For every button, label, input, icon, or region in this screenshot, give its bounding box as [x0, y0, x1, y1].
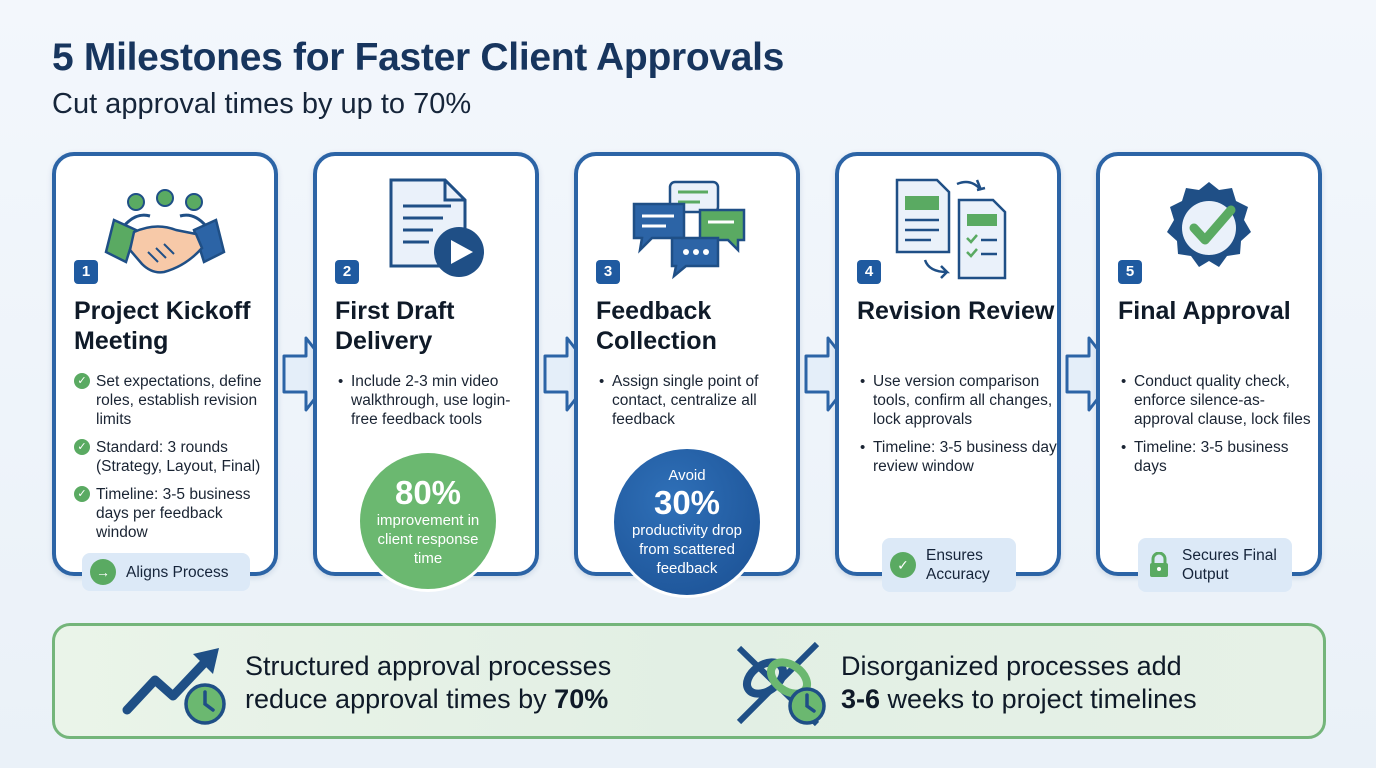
- handshake-icon: [104, 189, 226, 274]
- list-item: ✓Timeline: 3-5 business days per feedbac…: [74, 485, 274, 542]
- milestone-items: ✓Set expectations, define roles, establi…: [74, 372, 274, 551]
- milestone-items: Use version comparison tools, confirm al…: [857, 372, 1057, 485]
- milestone-items: Include 2-3 min video walkthrough, use l…: [335, 372, 535, 438]
- stat-value: 30%: [653, 483, 721, 521]
- stat-circle-80: 80% improvement in client response time: [357, 450, 499, 592]
- list-item: Conduct quality check, enforce silence-a…: [1118, 372, 1318, 429]
- checkmark-icon: ✓: [890, 552, 916, 578]
- milestone-title: First Draft Delivery: [335, 297, 455, 355]
- check-icon: ✓: [74, 373, 90, 389]
- page-title: 5 Milestones for Faster Client Approvals: [52, 36, 785, 79]
- stat-text: productivity drop from scattered feedbac…: [631, 521, 743, 577]
- milestone-title: Final Approval: [1118, 297, 1291, 325]
- list-item: ✓Set expectations, define roles, establi…: [74, 372, 274, 429]
- milestone-card-1: 1 Project Kickoff Meeting ✓Set expectati…: [52, 152, 278, 576]
- milestone-number: 1: [74, 260, 98, 284]
- milestone-items: Assign single point of contact, centrali…: [596, 372, 796, 438]
- tangled-chain-clock-icon: [736, 641, 826, 727]
- list-item: Assign single point of contact, centrali…: [596, 372, 796, 429]
- outcome-tag-1: → Aligns Process: [82, 553, 250, 591]
- check-icon: ✓: [74, 486, 90, 502]
- outcome-tag-label: Ensures Accuracy: [926, 547, 990, 583]
- summary-left-text: Structured approval processes reduce app…: [245, 651, 612, 714]
- stat-text: improvement in client response time: [376, 511, 480, 567]
- summary-banner: Structured approval processes reduce app…: [52, 623, 1326, 739]
- outcome-tag-label: Aligns Process: [126, 563, 229, 581]
- milestone-number: 2: [335, 260, 359, 284]
- outcome-tag-label: Secures Final Output: [1182, 547, 1277, 583]
- milestone-number: 5: [1118, 260, 1142, 284]
- document-compare-icon: [895, 178, 1007, 280]
- milestone-number: 3: [596, 260, 620, 284]
- page-subtitle: Cut approval times by up to 70%: [52, 88, 472, 120]
- list-item: Timeline: 3-5 business days: [1118, 438, 1318, 476]
- check-icon: ✓: [74, 439, 90, 455]
- milestone-card-4: 4 Revision Review Use version comparison…: [835, 152, 1061, 576]
- stat-circle-30: Avoid 30% productivity drop from scatter…: [611, 446, 763, 598]
- outcome-tag-4: ✓ Ensures Accuracy: [882, 538, 1016, 592]
- list-item: Include 2-3 min video walkthrough, use l…: [335, 372, 535, 429]
- approval-seal-icon: [1167, 182, 1251, 267]
- milestone-title: Feedback Collection: [596, 297, 717, 355]
- document-video-icon: [389, 178, 484, 277]
- lock-icon: [1146, 552, 1172, 578]
- milestone-number: 4: [857, 260, 881, 284]
- milestone-title: Revision Review: [857, 297, 1055, 325]
- trend-up-clock-icon: [122, 648, 226, 725]
- list-item: Timeline: 3-5 business day review window: [857, 438, 1057, 476]
- summary-right-text: Disorganized processes add 3-6 weeks to …: [841, 651, 1197, 714]
- stat-value: 80%: [394, 473, 462, 511]
- chat-bubbles-icon: [632, 180, 746, 280]
- list-item: ✓Standard: 3 rounds (Strategy, Layout, F…: [74, 438, 274, 476]
- arrow-right-icon: →: [90, 559, 116, 585]
- stat-prefix: Avoid: [668, 466, 706, 484]
- list-item: Use version comparison tools, confirm al…: [857, 372, 1057, 429]
- milestone-items: Conduct quality check, enforce silence-a…: [1118, 372, 1318, 485]
- milestone-card-5: 5 Final Approval Conduct quality check, …: [1096, 152, 1322, 576]
- outcome-tag-5: Secures Final Output: [1138, 538, 1292, 592]
- milestone-title: Project Kickoff Meeting: [74, 297, 251, 355]
- milestone-card-2: 2 First Draft Delivery Include 2-3 min v…: [313, 152, 539, 576]
